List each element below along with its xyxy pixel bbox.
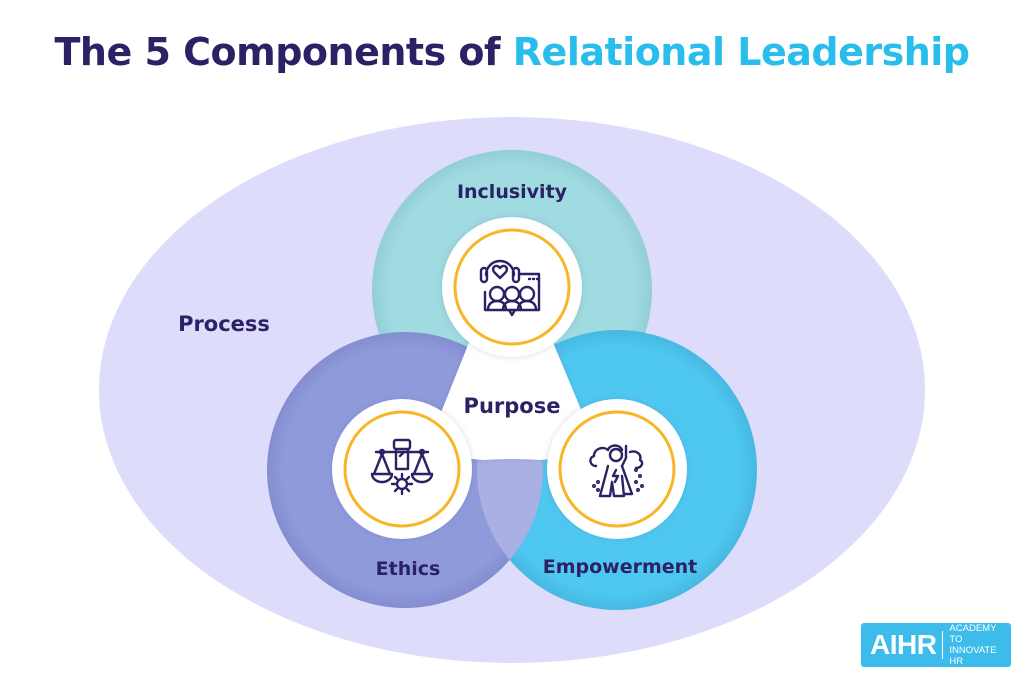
- logo-tagline: ACADEMY TO INNOVATE HR: [949, 623, 1011, 667]
- aihr-logo: AIHR ACADEMY TO INNOVATE HR: [861, 623, 1011, 667]
- empowered-hero-cape-icon: [589, 444, 645, 498]
- inclusivity-badge: [442, 217, 582, 357]
- logo-line-1: ACADEMY TO: [949, 623, 997, 645]
- purpose-area: [424, 340, 600, 460]
- ethics-label: Ethics: [376, 558, 441, 580]
- inclusivity-label: Inclusivity: [457, 181, 568, 203]
- justice-scales-fist-gear-icon: [370, 438, 434, 496]
- process-label: Process: [178, 312, 270, 336]
- page-title: The 5 Components of Relational Leadershi…: [0, 30, 1024, 74]
- empowerment-label: Empowerment: [543, 556, 698, 578]
- title-part-1: The 5 Components of: [54, 30, 513, 74]
- logo-line-2: INNOVATE HR: [949, 645, 997, 667]
- logo-mark: AIHR: [870, 629, 937, 660]
- logo-divider: [942, 631, 944, 659]
- purpose-label: Purpose: [464, 394, 561, 418]
- empowerment-badge: [547, 399, 687, 539]
- title-part-2: Relational Leadership: [512, 30, 970, 74]
- inclusive-team-heart-icon: [479, 259, 541, 317]
- ethics-badge: [332, 399, 472, 539]
